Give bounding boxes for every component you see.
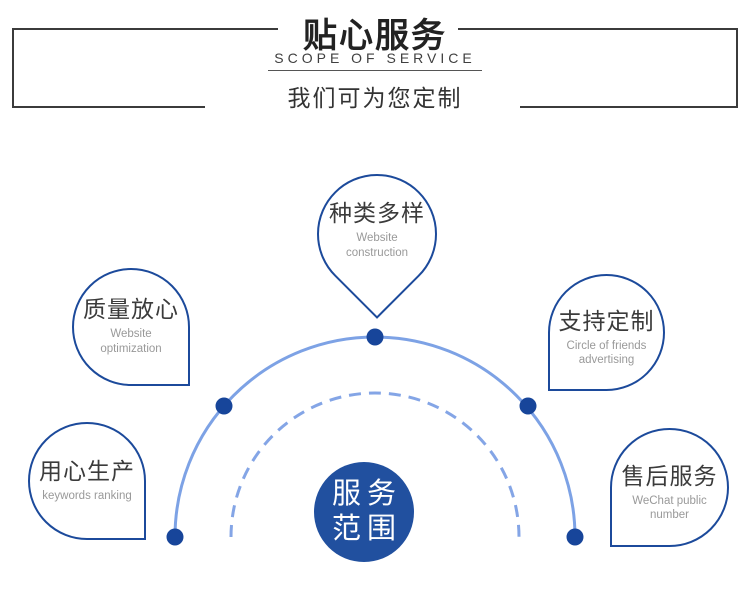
pin-variety-label-en: Website construction bbox=[345, 232, 408, 259]
pin-aftersales-label-en: WeChat public number bbox=[632, 494, 707, 521]
pin-customization: 支持定制 Circle of friends advertising bbox=[548, 274, 665, 391]
page-subtitle: SCOPE OF SERVICE bbox=[268, 50, 482, 71]
header-line-bottom-left bbox=[12, 106, 205, 108]
pin-aftersales-content: 售后服务 WeChat public number bbox=[612, 430, 727, 545]
arc-node-dot-top bbox=[366, 328, 384, 346]
pin-quality-label-en: Website optimization bbox=[100, 328, 162, 355]
inner-dashed-arc bbox=[229, 391, 521, 538]
pin-quality-content: 质量放心 Website optimization bbox=[74, 270, 188, 384]
service-scope-badge: 服务 范围 bbox=[314, 462, 414, 562]
pin-production-label-en: keywords ranking bbox=[42, 490, 132, 503]
service-scope-badge-line2: 范围 bbox=[331, 513, 402, 545]
arc-node-dot-upper-right bbox=[519, 397, 537, 415]
header-line-vertical-left bbox=[12, 28, 14, 108]
arc-node-dot-left-end bbox=[166, 528, 184, 546]
pin-variety-content: 种类多样 Website construction bbox=[319, 176, 435, 292]
pin-customization-label-zh: 支持定制 bbox=[558, 307, 655, 334]
arc-node-dot-upper-left bbox=[215, 397, 233, 415]
arc-node-dot-right-end bbox=[566, 528, 584, 546]
header-line-top-right bbox=[458, 28, 738, 30]
pin-customization-content: 支持定制 Circle of friends advertising bbox=[550, 276, 663, 389]
pin-customization-label-en: Circle of friends advertising bbox=[566, 339, 647, 366]
pin-aftersales: 售后服务 WeChat public number bbox=[610, 428, 729, 547]
pin-aftersales-label-zh: 售后服务 bbox=[621, 462, 718, 489]
pin-production-content: 用心生产 keywords ranking bbox=[30, 424, 144, 538]
pin-quality: 质量放心 Website optimization bbox=[72, 268, 190, 386]
pin-production: 用心生产 keywords ranking bbox=[28, 422, 146, 540]
header-line-bottom-right bbox=[520, 106, 738, 108]
pin-variety-label-zh: 种类多样 bbox=[329, 200, 425, 227]
pin-quality-label-zh: 质量放心 bbox=[83, 296, 179, 323]
page-tagline: 我们可为您定制 bbox=[287, 85, 463, 111]
header-line-top-left bbox=[12, 28, 278, 30]
pin-production-label-zh: 用心生产 bbox=[39, 458, 135, 485]
page-subtitle-wrap: SCOPE OF SERVICE bbox=[0, 50, 750, 71]
header-line-vertical-right bbox=[736, 28, 738, 108]
service-scope-badge-line1: 服务 bbox=[331, 477, 402, 510]
page-title: 贴心服务 bbox=[303, 17, 447, 55]
